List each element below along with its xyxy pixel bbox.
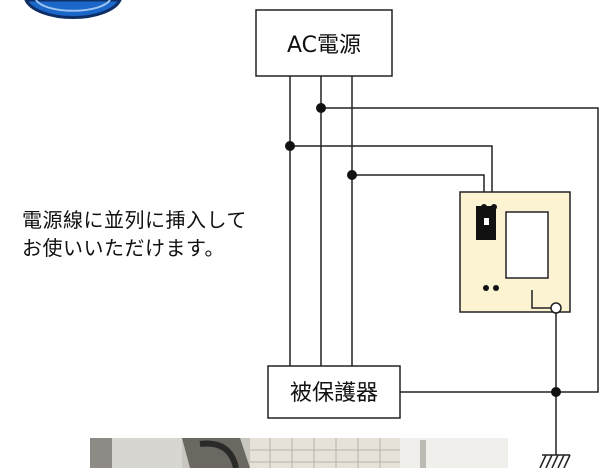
caption-line-2: お使いいただけます。 [22,236,225,260]
junction-dots [285,103,561,397]
protected-device-box: 被保護器 [267,365,401,419]
protected-device-label: 被保護器 [290,381,378,406]
ac-power-source-box: AC電源 [255,9,393,77]
junction-dot [551,387,561,397]
caption-line-1: 電源線に並列に挿入して [22,208,247,232]
branch-wires [290,107,599,455]
junction-dot [316,103,326,113]
surge-protector-device [459,191,571,314]
junction-dot [347,170,357,180]
installation-photo [90,438,508,468]
ground-symbol [539,454,571,468]
junction-dot [285,141,295,151]
ac-power-source-label: AC電源 [287,33,361,58]
caption: 電源線に並列に挿入して お使いいただけます。 [22,206,247,262]
logo-badge [24,0,122,19]
power-lines [289,76,353,366]
